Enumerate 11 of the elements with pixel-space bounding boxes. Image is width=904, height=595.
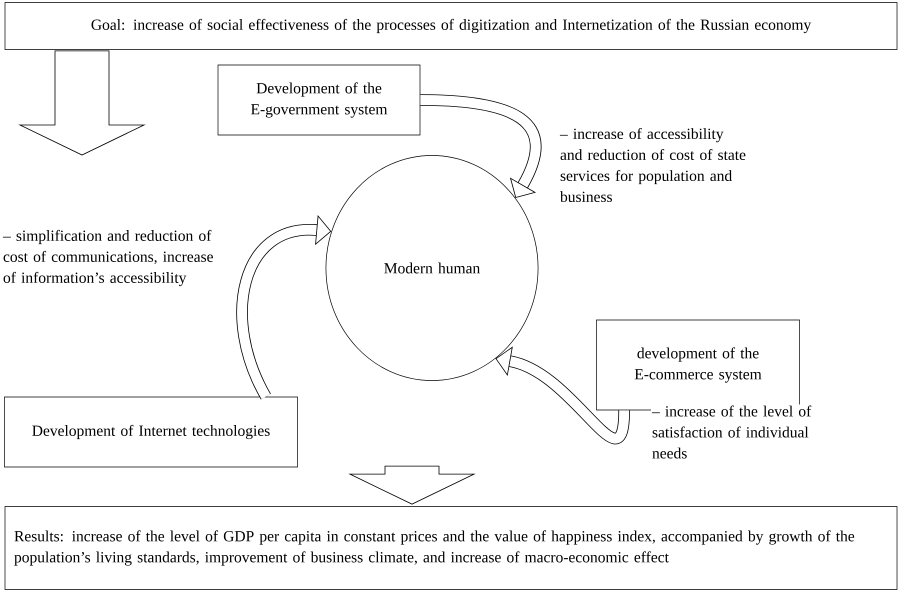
curved-arrow — [420, 94, 542, 198]
process-box: Results: increase of the level of GDP per capita in constant prices and the value of happiness index, accompanied by growth of the population’s living standards, improvement of business climate, and increase of macro-economic effect — [4, 506, 898, 590]
process-box: Development of the E-government system — [218, 64, 420, 136]
block-arrow — [348, 466, 476, 505]
curved-arrow — [236, 215, 332, 400]
edge-label: – simplification and reduction of cost of communications, increase of information’s accessibility — [2, 228, 222, 288]
edge-label: – increase of the level of satisfaction of individual needs — [651, 404, 823, 460]
process-box: Development of Internet technologies — [4, 396, 298, 468]
process-box: Goal: increase of social effectiveness of the processes of digitization and Internetization of the Russian economy — [4, 2, 898, 50]
edge-label: – increase of accessibility and reduction of cost of state services for population and business — [559, 126, 751, 204]
block-arrow — [18, 50, 146, 156]
